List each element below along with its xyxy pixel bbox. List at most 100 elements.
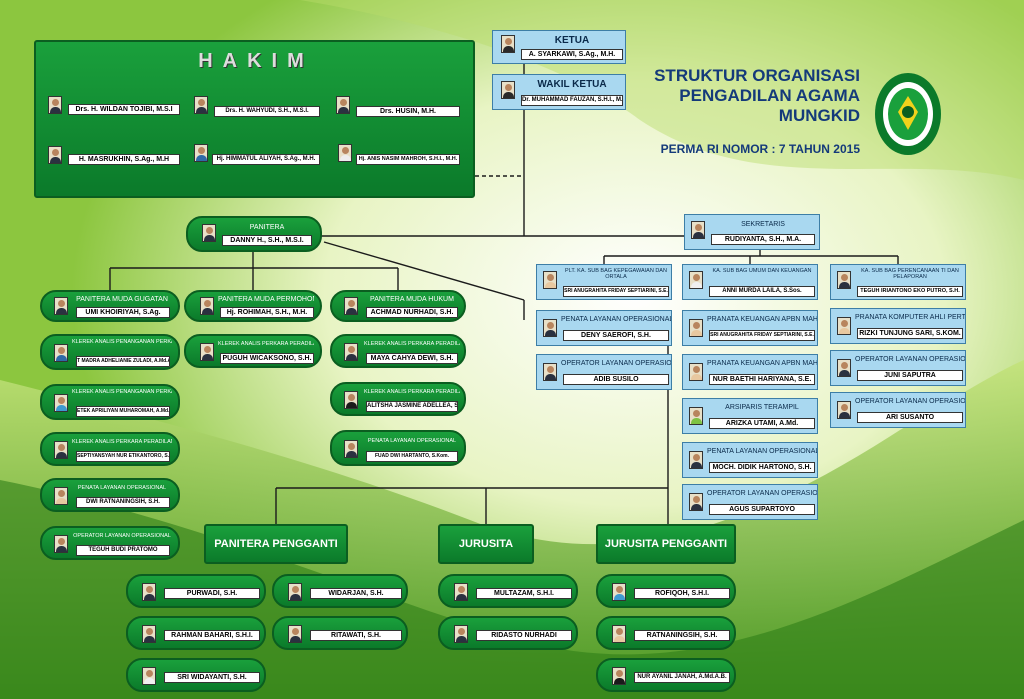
hukum-name-2: MAYA CAHYA DEWI, S.H.	[366, 353, 458, 364]
pp-right-name-2: RITAWATI, S.H.	[310, 630, 402, 641]
org-title-line3: MUNGKID	[778, 106, 860, 125]
jurusita-pengganti-header: JURUSITA PENGGANTI	[596, 524, 736, 564]
hukum-title-1: PANITERA MUDA HUKUM	[370, 296, 454, 303]
wakil-ketua-name: Dr. MUHAMMAD FAUZAN, S.H.I., M.A	[521, 95, 623, 106]
jurusita-header: JURUSITA	[438, 524, 534, 564]
kepegawaian-title-1: PLT. KA. SUB BAG KEPEGAWAIAN DAN ORTALA	[565, 268, 667, 280]
permohonan-box-1: PANITERA MUDA PERMOHONAN Hj. ROHIMAH, S.…	[184, 290, 322, 322]
hukum-title-2: KLEREK ANALIS PERKARA PERADILAN	[364, 341, 460, 347]
jsp-box-1: ROFIQOH, S.H.I.	[596, 574, 736, 608]
hukum-box-4: PENATA LAYANAN OPERASIONAL FUAD DWI HART…	[330, 430, 466, 466]
pp-left-photo-1	[142, 583, 156, 601]
kepegawaian-name-1: SRI ANUGRAHITA FRIDAY SEPTIARINI, S.E.	[563, 286, 669, 297]
hukum-photo-4	[344, 440, 358, 458]
hakim-photo-1	[48, 96, 62, 114]
kepegawaian-photo-3	[543, 363, 557, 381]
hakim-photo-5	[194, 144, 208, 162]
permohonan-photo-2	[200, 343, 214, 361]
perencanaan-name-2: RIZKI TUNJUNG SARI, S.KOM.	[857, 328, 963, 339]
hukum-title-4: PENATA LAYANAN OPERASIONAL	[367, 438, 457, 444]
kepegawaian-name-3: ADIB SUSILO	[563, 374, 669, 385]
pp-right-box-1: WIDARJAN, S.H.	[272, 574, 408, 608]
perencanaan-box-3: OPERATOR LAYANAN OPERASIONAL JUNI SAPUTR…	[830, 350, 966, 386]
pp-left-box-1: PURWADI, S.H.	[126, 574, 266, 608]
umum-title-5: PENATA LAYANAN OPERASIONAL	[707, 448, 817, 455]
perencanaan-box-2: PRANATA KOMPUTER AHLI PERTAMA RIZKI TUNJ…	[830, 308, 966, 344]
jurusita-photo-1	[454, 583, 468, 601]
umum-title-1: KA. SUB BAG UMUM DAN KEUANGAN	[712, 268, 812, 274]
umum-name-2: SRI ANUGRAHITA FRIDAY SEPTIARINI, S.E.	[709, 330, 815, 341]
hakim-name-2: Drs. H. WAHYUDI, S.H., M.S.I.	[214, 106, 320, 117]
wakil-ketua-title: WAKIL KETUA	[537, 80, 607, 90]
gugatan-box-3: KLEREK ANALIS PENANGANAN PERKARA ETEK AP…	[40, 384, 180, 420]
kepegawaian-box-3: OPERATOR LAYANAN OPERASIONAL ADIB SUSILO	[536, 354, 672, 390]
perencanaan-photo-4	[837, 401, 851, 419]
umum-box-5: PENATA LAYANAN OPERASIONAL MOCH. DIDIK H…	[682, 442, 818, 478]
gugatan-title-6: OPERATOR LAYANAN OPERASIONAL	[73, 533, 171, 539]
hukum-photo-1	[344, 297, 358, 315]
umum-title-4: ARSIPARIS TERAMPIL	[725, 404, 799, 411]
jurusita-name-2: RIDASTO NURHADI	[476, 630, 572, 641]
kepegawaian-name-2: DENY SAEROFI, S.H.	[563, 330, 669, 341]
perencanaan-name-4: ARI SUSANTO	[857, 412, 963, 423]
pp-right-photo-1	[288, 583, 302, 601]
gugatan-photo-6	[54, 535, 68, 553]
hakim-name-5: Hj. HIMMATUL ALIYAH, S.Ag., M.H.	[212, 154, 320, 165]
gugatan-photo-3	[54, 394, 68, 412]
hukum-box-1: PANITERA MUDA HUKUM ACHMAD NURHADI, S.H.	[330, 290, 466, 322]
hakim-box: HAKIM Drs. H. WILDAN TOJIBI, M.S.I Drs. …	[34, 40, 475, 198]
gugatan-box-4: KLEREK ANALIS PERKARA PERADILAN SEPTIYAN…	[40, 432, 180, 466]
hukum-name-4: FUAD DWI HARTANTO, S.Kom.	[366, 451, 458, 462]
hakim-name-3: Drs. HUSIN, M.H.	[356, 106, 460, 117]
hukum-box-2: KLEREK ANALIS PERKARA PERADILAN MAYA CAH…	[330, 334, 466, 368]
permohonan-title-1: PANITERA MUDA PERMOHONAN	[218, 296, 314, 303]
kepegawaian-photo-1	[543, 271, 557, 289]
gugatan-name-4: SEPTIYANSYAH NUR ETIKANTORO, S.H.	[76, 451, 170, 462]
perencanaan-photo-3	[837, 359, 851, 377]
perencanaan-title-2: PRANATA KOMPUTER AHLI PERTAMA	[855, 314, 965, 321]
umum-box-4: ARSIPARIS TERAMPIL ARIZKA UTAMI, A.Md.	[682, 398, 818, 434]
kepegawaian-title-2: PENATA LAYANAN OPERASIONAL	[561, 316, 671, 323]
hukum-title-3: KLEREK ANALIS PERKARA PERADILAN	[364, 389, 460, 395]
perma-subtitle: PERMA RI NOMOR : 7 TAHUN 2015	[660, 142, 860, 156]
wakil-ketua-box: WAKIL KETUA Dr. MUHAMMAD FAUZAN, S.H.I.,…	[492, 74, 626, 110]
panitera-box: PANITERA DANNY H., S.H., M.S.I.	[186, 216, 322, 252]
kepegawaian-box-1: PLT. KA. SUB BAG KEPEGAWAIAN DAN ORTALA …	[536, 264, 672, 300]
jsp-name-2: RATNANINGSIH, S.H.	[634, 630, 730, 641]
perencanaan-name-3: JUNI SAPUTRA	[857, 370, 963, 381]
umum-name-5: MOCH. DIDIK HARTONO, S.H.	[709, 462, 815, 473]
umum-photo-4	[689, 407, 703, 425]
umum-name-6: AGUS SUPARTOYO	[709, 504, 815, 515]
gugatan-photo-2	[54, 344, 68, 362]
perencanaan-box-1: KA. SUB BAG PERENCANAAN TI DAN PELAPORAN…	[830, 264, 966, 300]
jurusita-title: JURUSITA	[458, 538, 514, 550]
umum-name-3: NUR BAETHI HARIYANA, S.E.	[709, 374, 815, 385]
gugatan-box-5: PENATA LAYANAN OPERASIONAL DWI RATNANING…	[40, 478, 180, 512]
gugatan-box-1: PANITERA MUDA GUGATAN UMI KHOIRIYAH, S.A…	[40, 290, 180, 322]
hakim-name-1: Drs. H. WILDAN TOJIBI, M.S.I	[68, 104, 180, 115]
jsp-photo-2	[612, 625, 626, 643]
panitera-pengganti-header: PANITERA PENGGANTI	[204, 524, 348, 564]
panitera-title: PANITERA	[249, 224, 285, 231]
jsp-name-3: NUR AYANIL JANAH, A.Md.A.B.	[634, 672, 730, 683]
panitera-pengganti-title: PANITERA PENGGANTI	[214, 538, 338, 550]
permohonan-photo-1	[200, 297, 214, 315]
gugatan-title-3: KLEREK ANALIS PENANGANAN PERKARA	[72, 389, 172, 395]
pp-left-box-2: RAHMAN BAHARI, S.H.I.	[126, 616, 266, 650]
ketua-photo	[501, 35, 515, 53]
perencanaan-photo-1	[837, 271, 851, 289]
permohonan-box-2: KLEREK ANALIS PERKARA PERADILAN PUGUH WI…	[184, 334, 322, 368]
pp-left-name-1: PURWADI, S.H.	[164, 588, 260, 599]
hukum-name-1: ACHMAD NURHADI, S.H.	[366, 307, 458, 318]
hukum-photo-2	[344, 343, 358, 361]
gugatan-box-6: OPERATOR LAYANAN OPERASIONAL TEGUH BUDI …	[40, 526, 180, 560]
panitera-photo	[202, 224, 216, 242]
gugatan-title-4: KLEREK ANALIS PERKARA PERADILAN	[72, 439, 172, 445]
pp-right-photo-2	[288, 625, 302, 643]
umum-box-2: PRANATA KEUANGAN APBN MAHIR SRI ANUGRAHI…	[682, 310, 818, 346]
gugatan-box-2: KLEREK ANALIS PENANGANAN PERKARA T MADRA…	[40, 334, 180, 370]
ketua-title: KETUA	[554, 36, 590, 46]
hakim-name-6: Hj. ANIS NASIM MAHROH, S.H.I., M.H.	[356, 154, 460, 165]
perencanaan-photo-2	[837, 317, 851, 335]
jurusita-box-1: MULTAZAM, S.H.I.	[438, 574, 578, 608]
